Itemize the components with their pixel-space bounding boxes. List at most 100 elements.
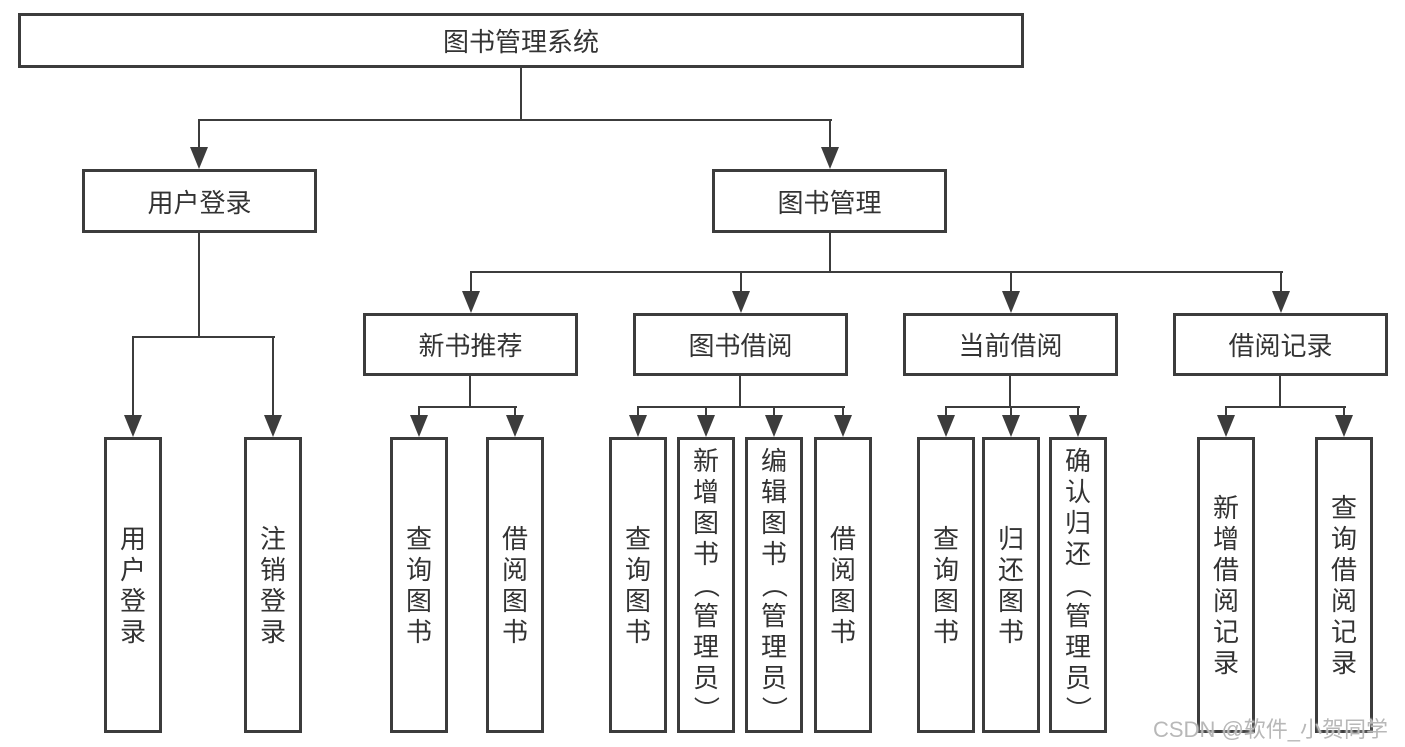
leaf-label-char: 理 bbox=[692, 632, 719, 662]
leaf-label-char: 阅 bbox=[829, 554, 856, 585]
leaf-edit-book-admin: 编辑图书（管理员） bbox=[745, 437, 803, 733]
leaf-label-char: 员 bbox=[1064, 663, 1091, 693]
leaf-label-char: 借 bbox=[1330, 554, 1357, 585]
arrowhead-down bbox=[410, 415, 428, 437]
leaf-label-char: 阅 bbox=[1212, 585, 1239, 616]
connector-v-line bbox=[740, 272, 742, 293]
connector-v-line bbox=[1225, 406, 1227, 417]
connector-v-line bbox=[514, 406, 516, 417]
leaf-borrow-books-borrowing: 借阅图书 bbox=[814, 437, 872, 733]
leaf-label-char: 询 bbox=[624, 554, 651, 585]
leaf-label-char: 书 bbox=[624, 616, 651, 647]
leaf-label-char: 销 bbox=[259, 554, 286, 585]
arrowhead-down bbox=[1217, 415, 1235, 437]
node-book-management: 图书管理 bbox=[712, 169, 947, 233]
connector-h-line bbox=[1225, 406, 1346, 408]
node-label: 图书借阅 bbox=[688, 331, 793, 361]
connector-v-line bbox=[198, 120, 200, 149]
node-label: 新书推荐 bbox=[418, 331, 523, 361]
leaf-label-char: 图 bbox=[760, 508, 787, 538]
leaf-label-char: 管 bbox=[1064, 601, 1091, 631]
connector-h-line bbox=[945, 406, 1080, 408]
leaf-query-borrow-record: 查询借阅记录 bbox=[1315, 437, 1373, 733]
leaf-label-char: 图 bbox=[624, 585, 651, 616]
leaf-label: 编辑图书（管理员） bbox=[758, 446, 789, 722]
leaf-label: 借阅图书 bbox=[830, 526, 856, 645]
connector-v-line bbox=[773, 406, 775, 417]
leaf-label-char: ） bbox=[690, 695, 721, 723]
connector-v-line bbox=[842, 406, 844, 417]
leaf-add-borrow-record: 新增借阅记录 bbox=[1197, 437, 1255, 733]
leaf-label: 新增图书（管理员） bbox=[690, 446, 721, 723]
arrowhead-down bbox=[697, 415, 715, 437]
leaf-label-char: 图 bbox=[829, 585, 856, 616]
connector-v-line bbox=[1280, 272, 1282, 293]
leaf-label-char: 编 bbox=[760, 446, 787, 476]
connector-v-line bbox=[829, 120, 831, 149]
leaf-label-char: 查 bbox=[405, 523, 432, 554]
leaf-label-char: 归 bbox=[997, 523, 1024, 554]
arrowhead-down bbox=[834, 415, 852, 437]
leaf-label: 归还图书 bbox=[998, 526, 1024, 645]
node-library-management-system: 图书管理系统 bbox=[18, 13, 1024, 68]
leaf-label-char: 书 bbox=[501, 616, 528, 647]
connector-v-line bbox=[1010, 406, 1012, 417]
leaf-label-char: 查 bbox=[1330, 492, 1357, 523]
leaf-label-char: 记 bbox=[1330, 616, 1357, 647]
leaf-label-char: 书 bbox=[829, 616, 856, 647]
connector-v-line bbox=[520, 68, 522, 120]
arrowhead-down bbox=[1002, 415, 1020, 437]
leaf-label-char: 员 bbox=[692, 663, 719, 693]
connector-v-line bbox=[1279, 376, 1281, 407]
leaf-query-books-current: 查询图书 bbox=[917, 437, 975, 733]
node-label: 图书管理 bbox=[777, 187, 882, 218]
leaf-label-char: 录 bbox=[1330, 647, 1357, 678]
leaf-label-char: 查 bbox=[932, 523, 959, 554]
leaf-label-char: 书 bbox=[405, 616, 432, 647]
leaf-label-char: 员 bbox=[760, 663, 787, 693]
leaf-label-char: 用 bbox=[119, 523, 146, 554]
leaf-label: 查询借阅记录 bbox=[1331, 495, 1357, 676]
leaf-label-char: 图 bbox=[997, 585, 1024, 616]
connector-v-line bbox=[829, 233, 831, 273]
connector-v-line bbox=[198, 233, 200, 338]
leaf-label-char: 书 bbox=[760, 539, 787, 569]
leaf-query-books-recommend: 查询图书 bbox=[390, 437, 448, 733]
leaf-label: 注销登录 bbox=[260, 526, 286, 645]
arrowhead-down bbox=[462, 291, 480, 313]
leaf-label-char: 书 bbox=[997, 616, 1024, 647]
leaf-label: 新增借阅记录 bbox=[1213, 495, 1239, 676]
connector-h-line bbox=[198, 119, 832, 121]
arrowhead-down bbox=[937, 415, 955, 437]
arrowhead-down bbox=[124, 415, 142, 437]
leaf-label-char: 录 bbox=[119, 616, 146, 647]
leaf-user-login: 用户登录 bbox=[104, 437, 162, 733]
node-current-borrowing: 当前借阅 bbox=[903, 313, 1118, 376]
node-new-book-recommendation: 新书推荐 bbox=[363, 313, 578, 376]
node-label: 用户登录 bbox=[147, 187, 252, 218]
leaf-label-char: 阅 bbox=[501, 554, 528, 585]
leaf-label-char: 新 bbox=[692, 446, 719, 476]
arrowhead-down bbox=[1272, 291, 1290, 313]
connector-v-line bbox=[1009, 376, 1011, 407]
arrowhead-down bbox=[1335, 415, 1353, 437]
leaf-label-char: 借 bbox=[501, 523, 528, 554]
leaf-confirm-return-admin: 确认归还（管理员） bbox=[1049, 437, 1107, 733]
leaf-label: 查询图书 bbox=[625, 526, 651, 645]
connector-v-line bbox=[705, 406, 707, 417]
leaf-label-char: 户 bbox=[119, 554, 146, 585]
connector-v-line bbox=[945, 406, 947, 417]
leaf-label-char: 询 bbox=[405, 554, 432, 585]
leaf-label-char: 确 bbox=[1064, 446, 1091, 476]
leaf-label: 查询图书 bbox=[933, 526, 959, 645]
leaf-label-char: 管 bbox=[692, 601, 719, 631]
leaf-label-char: 归 bbox=[1064, 508, 1091, 538]
leaf-label-char: （ bbox=[758, 571, 789, 599]
connector-v-line bbox=[470, 272, 472, 293]
leaf-add-book-admin: 新增图书（管理员） bbox=[677, 437, 735, 733]
connector-v-line bbox=[132, 336, 134, 417]
connector-v-line bbox=[1010, 272, 1012, 293]
leaf-label-char: 录 bbox=[259, 616, 286, 647]
connector-v-line bbox=[469, 376, 471, 407]
